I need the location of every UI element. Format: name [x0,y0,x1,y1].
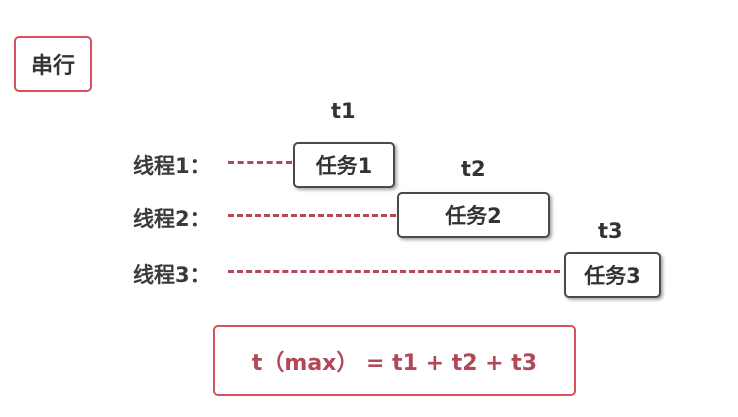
thread-label-1: 线程1： [133,154,211,178]
thread-3-wait-line [228,270,560,273]
time-label-t3: t3 [598,219,623,243]
thread-1-wait-line [228,161,292,164]
formula-box: t（max） = t1 + t2 + t3 [213,325,576,396]
task-box-3: 任务3 [564,252,661,298]
thread-label-2: 线程2： [133,207,211,231]
mode-title: 串行 [14,36,92,92]
thread-2-wait-line [228,214,396,217]
task-box-1: 任务1 [293,142,395,188]
task-box-2: 任务2 [397,192,550,238]
time-label-t1: t1 [331,99,356,123]
thread-label-3: 线程3： [133,263,211,287]
time-label-t2: t2 [461,157,486,181]
